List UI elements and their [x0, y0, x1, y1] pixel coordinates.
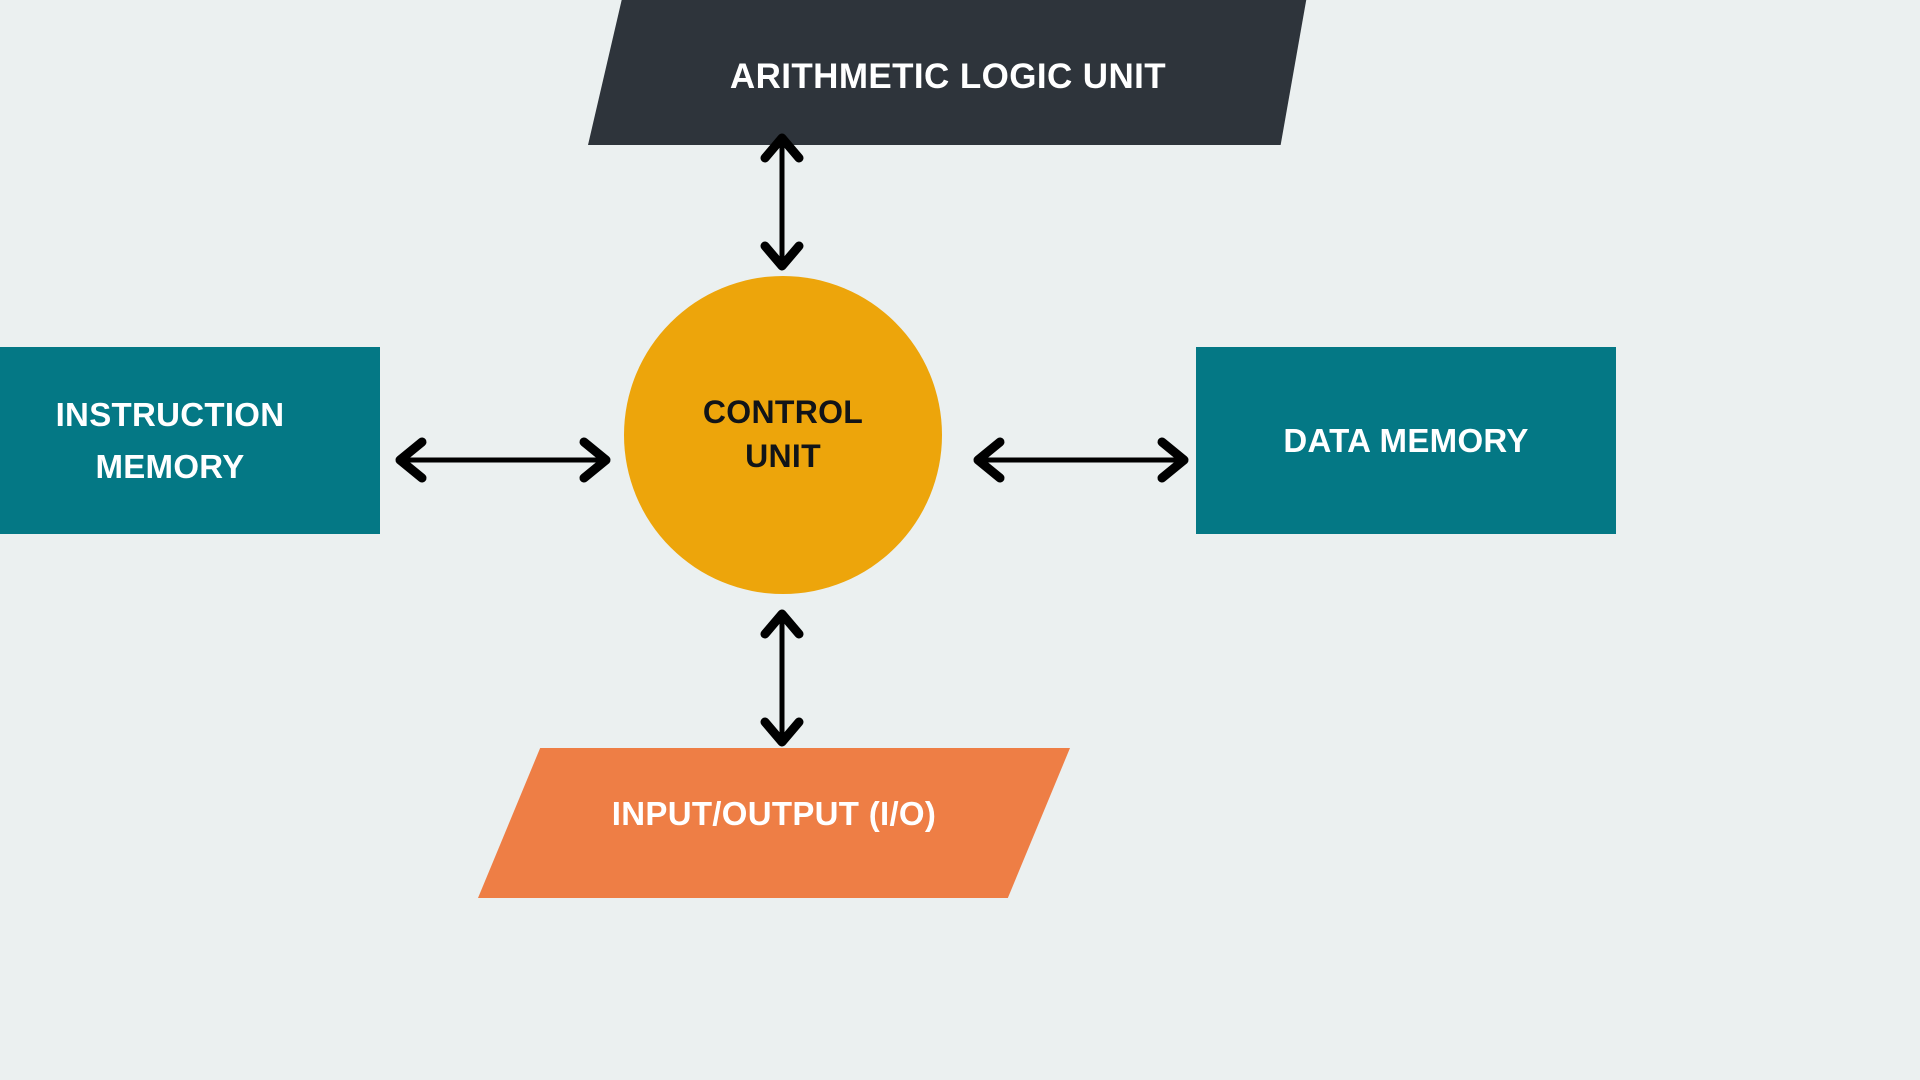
block-control-unit[interactable]: CONTROL UNIT [624, 276, 942, 594]
connector-alu-control-unit [760, 133, 804, 271]
alu-label: ARITHMETIC LOGIC UNIT [729, 56, 1167, 96]
control-unit-label-line1: CONTROL [702, 394, 864, 431]
block-instruction-memory[interactable]: INSTRUCTION MEMORY [0, 347, 380, 534]
instruction-memory-label-line2: MEMORY [95, 447, 245, 485]
block-data-memory[interactable]: DATA MEMORY [1196, 347, 1616, 534]
instruction-memory-label: INSTRUCTION MEMORY [38, 389, 303, 491]
instruction-memory-label-line1: INSTRUCTION [55, 396, 285, 434]
block-input-output[interactable]: INPUT/OUTPUT (I/O) [478, 748, 1070, 898]
data-memory-label: DATA MEMORY [1283, 421, 1529, 459]
connector-data-control-unit [973, 437, 1189, 483]
input-output-label: INPUT/OUTPUT (I/O) [611, 795, 937, 832]
connector-io-control-unit [760, 609, 804, 747]
block-arithmetic-logic-unit[interactable]: ARITHMETIC LOGIC UNIT [588, 0, 1308, 145]
control-unit-label-line2: UNIT [745, 438, 821, 474]
connector-instruction-control-unit [395, 437, 611, 483]
